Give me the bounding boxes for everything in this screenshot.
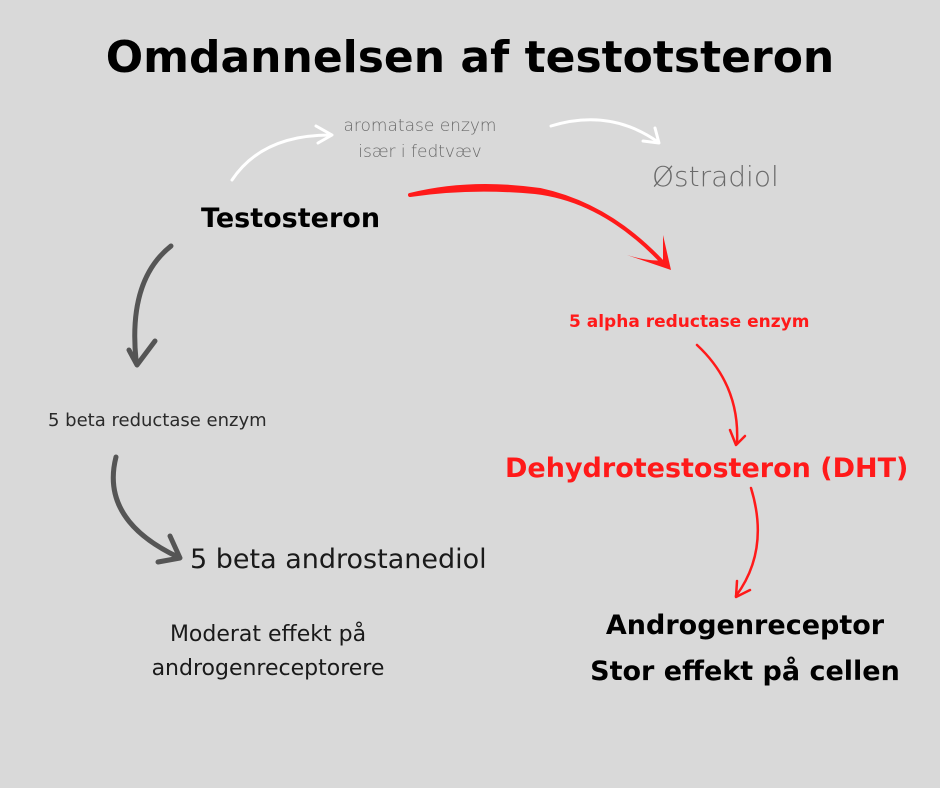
beta-effect-line1: Moderat effekt på (169, 622, 367, 647)
diagram-title: Omdannelsen af testotsteron (105, 32, 835, 83)
curved-arrow-icon (230, 124, 334, 182)
curved-arrow-icon (695, 343, 747, 447)
curved-arrow-icon (110, 454, 183, 565)
aromatase-enzyme-line1: aromatase enzym (343, 116, 497, 136)
androgenreceptor-effect: Stor effekt på cellen (590, 656, 900, 687)
node-dht: Dehydrotestosteron (DHT) (505, 453, 909, 484)
androgenreceptor-label: Androgenreceptor (605, 610, 885, 641)
curved-arrow-icon (549, 118, 661, 145)
beta-reductase-label: 5 beta reductase enzym (48, 410, 267, 431)
node-beta-androstanediol: 5 beta androstanediol (190, 544, 487, 575)
node-androgenreceptor: Androgenreceptor Stor effekt på cellen (560, 603, 930, 695)
alpha-reductase-label: 5 alpha reductase enzym (569, 312, 810, 332)
curved-arrow-icon (408, 184, 671, 270)
beta-effect-note: Moderat effekt på androgenreceptorere (118, 618, 418, 686)
node-ostradiol: Østradiol (652, 160, 779, 193)
curved-arrow-icon (126, 243, 174, 368)
beta-effect-line2: androgenreceptorere (151, 656, 385, 681)
aromatase-enzyme-line2: især i fedtvæv (358, 142, 482, 162)
curved-arrow-icon (734, 486, 760, 599)
node-testosteron: Testosteron (201, 203, 381, 234)
aromatase-enzyme-label: aromatase enzym især i fedtvæv (322, 113, 518, 165)
